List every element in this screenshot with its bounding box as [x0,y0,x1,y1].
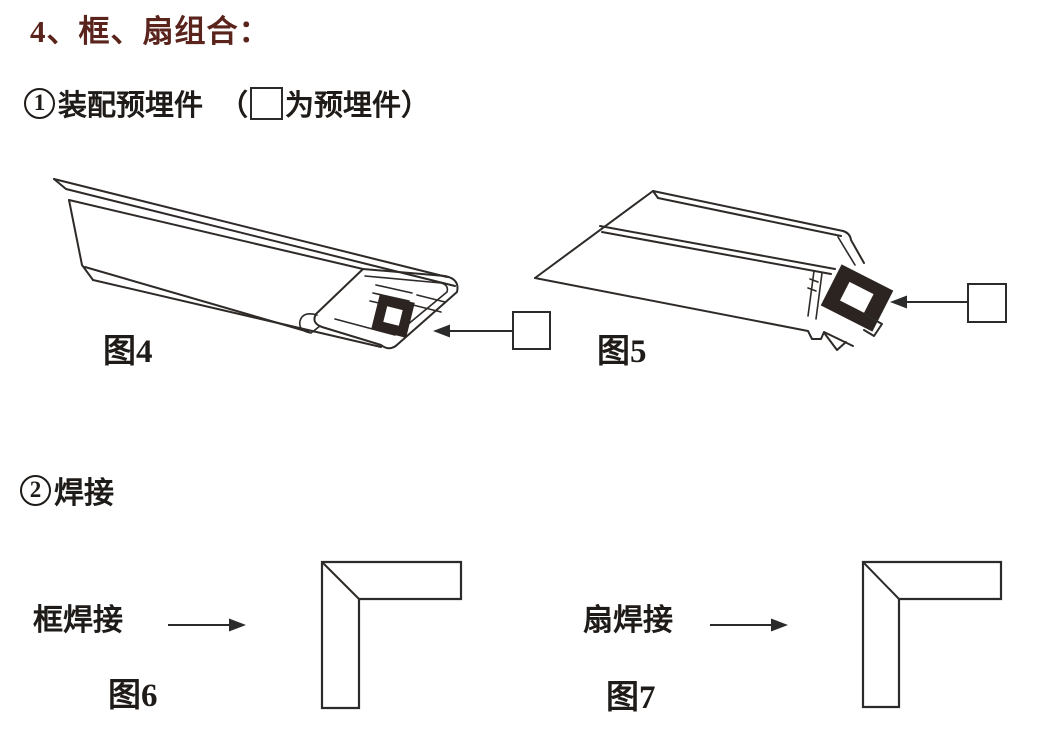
sash-weld-label: 扇焊接 [583,604,673,637]
figure-6-welded-corner-drawing [320,560,463,710]
arrow-right-icon [710,618,788,632]
legend-open-paren: （ [219,90,249,122]
arrow-right-icon [168,618,246,632]
step2-label: 焊接 [54,477,114,510]
step2-circled-number: 2 [20,474,51,506]
frame-weld-label: 框焊接 [33,604,123,637]
step1-label: 装配预埋件 [58,90,204,122]
arrow-left-icon [890,295,968,309]
legend-text: 为预埋件） [285,90,431,122]
figure-5-profile-drawing [534,190,894,351]
figure-4-caption: 图4 [103,334,153,370]
page-title: 4、框、扇组合： [30,14,271,49]
figure-7-welded-corner-drawing [861,560,1003,709]
legend-group: （ 为预埋件） [219,82,430,124]
figure-5-caption: 图5 [597,334,647,370]
embed-part-fig4 [371,294,415,338]
embed-part-fig5 [820,264,894,332]
embed-part-square-icon-fig4 [512,311,551,350]
step1-circled-number: 1 [24,87,55,119]
embed-part-legend-square-icon [250,86,284,120]
figure-7-caption: 图7 [606,680,656,716]
step1-heading: 1 装配预埋件 （ 为预埋件） [24,82,430,124]
figure-6-caption: 图6 [108,678,158,714]
step2-heading: 2 焊接 [20,468,114,512]
arrow-left-icon [433,324,513,338]
figure-4-profile-drawing [53,178,459,350]
embed-part-square-icon-fig5 [967,283,1007,323]
